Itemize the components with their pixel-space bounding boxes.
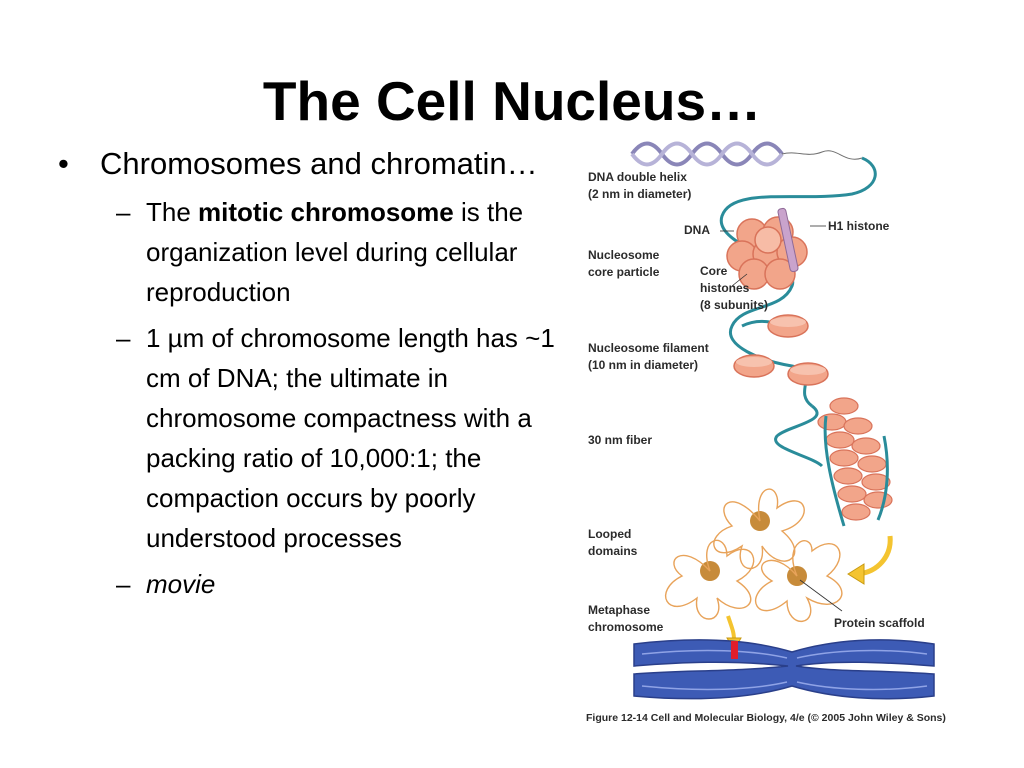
dash-marker: – [116,323,131,353]
slide-title: The Cell Nucleus… [262,70,762,132]
label-core: Core [700,264,728,278]
dna-double-helix [630,141,863,167]
subbullet-item: – 1 µm of chromosome length has ~1 cm of… [116,318,563,558]
label-dna: DNA [684,223,710,237]
label-protein-scaffold: Protein scaffold [834,616,925,630]
subbullet-suffix: is the organization level during cellula… [146,197,524,307]
label-30nm-fiber: 30 nm fiber [588,433,652,447]
bullet-item: • Chromosomes and chromatin… [58,146,563,182]
subbullet-bold-term: mitotic chromosome [198,197,454,227]
subbullet-item: – The mitotic chromosome is the organiza… [116,192,563,312]
looped-domains [664,488,843,622]
movie-link[interactable]: movie [146,569,216,599]
nucleosome-filament [733,314,829,386]
label-metaphase: Metaphase [588,603,650,617]
subbullet-text: 1 µm of chromosome length has ~1 cm of D… [146,323,555,553]
dash-marker: – [116,569,131,599]
subbullet-item: – movie [116,564,563,604]
label-looped: Looped [588,527,631,541]
label-subunits: (8 subunits) [700,298,768,312]
label-dna-helix-size: (2 nm in diameter) [588,187,691,201]
bullet-text: Chromosomes and chromatin… [100,146,538,181]
nucleosome-core-particle [726,207,808,290]
label-nucleosome: Nucleosome [588,248,660,262]
label-dna-helix: DNA double helix [588,170,687,184]
figure-caption: Figure 12-14 Cell and Molecular Biology,… [586,712,946,724]
label-chromosome: chromosome [588,620,664,634]
bullet-list: • Chromosomes and chromatin… – The mitot… [58,146,563,610]
label-nucleosome-filament: Nucleosome filament [588,341,709,355]
dash-marker: – [116,197,131,227]
label-h1-histone: H1 histone [828,219,890,233]
label-core-particle: core particle [588,265,660,279]
label-domains: domains [588,544,638,558]
metaphase-chromosome [633,639,935,700]
figure-labels: DNA double helix (2 nm in diameter) DNA … [588,170,925,634]
30nm-fiber [817,397,893,527]
bullet-marker: • [58,146,69,181]
leader-lines [720,225,843,612]
subbullet-prefix: The [146,197,199,227]
label-filament-size: (10 nm in diameter) [588,358,698,372]
label-histones: histones [700,281,750,295]
chromatin-figure: DNA double helix (2 nm in diameter) DNA … [586,141,946,724]
